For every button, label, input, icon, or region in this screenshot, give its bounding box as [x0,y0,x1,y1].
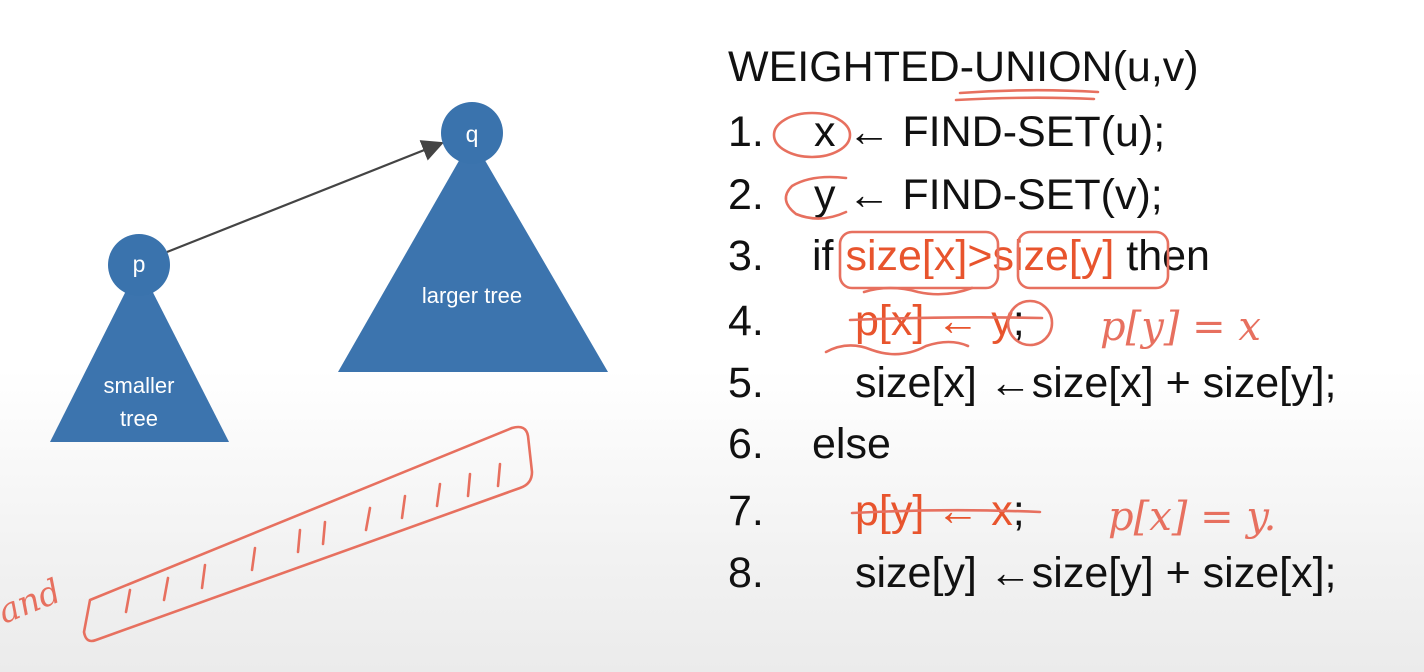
line-number-3: 3. [728,232,764,280]
line-number-2: 2. [728,171,764,219]
tree-diagram: q p larger tree smaller tree [50,102,608,442]
greater-than: > [967,232,993,280]
code-line-5: size[x] ←size[x] + size[y]; [855,359,1337,407]
assign-px-y: p[x] ← y [855,297,1013,345]
smaller-tree-label-1: smaller [104,373,175,398]
line-number-4: 4. [728,297,764,345]
find-set-v: ← FIND-SET(v); [847,171,1163,219]
code-line-2: y ← FIND-SET(v); [814,174,1163,217]
larger-tree-triangle [338,138,608,372]
note-line4: p[y] = x [1100,304,1261,350]
keyword-then: then [1126,232,1210,280]
line-number-8: 8. [728,549,764,597]
code-line-8: size[y] ←size[y] + size[x]; [855,549,1337,597]
node-q-label: q [466,121,479,147]
size-y-expr: size[y] [992,232,1115,280]
node-q [441,102,503,164]
code-line-4: p[x] ← y; [855,300,1025,343]
note-line7: p[x] = y. [1108,494,1276,540]
squiggle-line3 [862,286,974,296]
smaller-tree-label-2: tree [120,406,158,431]
code-line-7: p[y] ← x; [855,490,1025,533]
line-number-6: 6. [728,420,764,468]
larger-tree-label: larger tree [422,283,522,308]
parent-arrow [166,140,445,254]
line-number-7: 7. [728,487,764,535]
semicolon-7: ; [1012,487,1025,535]
var-y: y [814,171,836,219]
node-p-label: p [133,251,146,277]
line-number-5: 5. [728,359,764,407]
semicolon-4: ; [1012,297,1025,345]
code-line-6: else [812,420,891,468]
line-number-1: 1. [728,108,764,156]
assign-py-x: p[y] ← x [855,487,1013,535]
var-x: x [814,108,836,156]
code-line-3: if size[x]>size[y] then [812,235,1210,278]
find-set-u: ← FIND-SET(u); [847,108,1166,156]
underline-union [954,88,1100,102]
node-p [108,234,170,296]
code-line-1: x ← FIND-SET(u); [814,111,1165,154]
keyword-if: if [812,232,834,280]
code-header: WEIGHTED-UNION(u,v) [728,43,1199,91]
smaller-tree-triangle [50,265,229,442]
size-x-expr: size[x] [845,232,968,280]
